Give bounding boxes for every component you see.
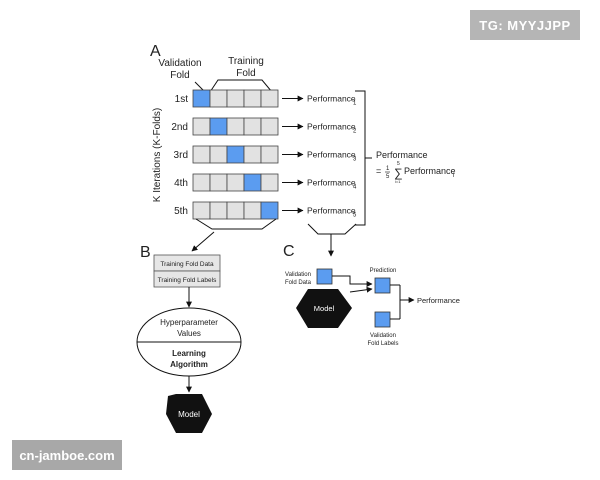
summary-frac-num: 1 xyxy=(386,166,390,172)
training-fold-cell xyxy=(243,145,262,164)
training-fold-cell xyxy=(192,173,211,192)
arrow-validation-data-to-prediction xyxy=(332,275,373,287)
validation-fold-labels-line2: Fold Labels xyxy=(367,341,398,347)
summary-term: Performance xyxy=(404,166,456,176)
model-c-hexagon xyxy=(296,289,352,328)
panel-a-label: A xyxy=(150,43,161,60)
training-fold-cell xyxy=(209,145,228,164)
training-fold-labels-box xyxy=(153,270,221,288)
arrow-model-to-prediction xyxy=(349,286,373,293)
performance5-bracket xyxy=(307,223,357,235)
hyperparameter-values-line1: Hyperparameter xyxy=(160,318,218,327)
model-c-text: Model xyxy=(314,304,335,313)
learning-algorithm-line2: Algorithm xyxy=(170,360,208,369)
prediction-label: Prediction xyxy=(370,268,397,274)
training-fold-labels-text: Training Fold Labels xyxy=(158,277,217,284)
summary-frac-den: 5 xyxy=(386,174,390,180)
validation-fold-label-line2: Fold xyxy=(170,70,189,81)
training-fold-cell xyxy=(226,173,245,192)
performance-right-bracket xyxy=(355,90,366,226)
iteration-performance-subscript: 3 xyxy=(353,157,357,163)
validation-fold-cell xyxy=(192,89,211,108)
k-iterations-axis-label: K Iterations (K-Folds) xyxy=(152,108,163,202)
training-fold-label-line1: Training xyxy=(228,56,264,67)
training-fold-bracket xyxy=(209,79,273,93)
training-fold-cell xyxy=(192,201,211,220)
training-fold-cell xyxy=(192,117,211,136)
summary-sum-top: 5 xyxy=(397,161,400,167)
model-b-hexagon xyxy=(166,394,212,433)
training-fold-cell xyxy=(260,173,279,192)
iteration-performance-subscript: 5 xyxy=(353,213,357,219)
training-fold-cell xyxy=(209,201,228,220)
summary-term-sub: i xyxy=(453,173,454,179)
training-fold-cell xyxy=(260,89,279,108)
training-fold-cell xyxy=(192,145,211,164)
row-bottom-bracket xyxy=(195,218,277,230)
panel-b-label: B xyxy=(140,244,151,261)
watermark-top: TG: MYYJJPP xyxy=(470,10,580,40)
summary-performance-title: Performance xyxy=(376,150,428,160)
iteration-performance: Performance xyxy=(307,122,356,132)
iteration-label: 5th xyxy=(174,206,188,217)
panel-c-label: C xyxy=(283,243,295,260)
training-fold-cell xyxy=(243,117,262,136)
iteration-performance-subscript: 4 xyxy=(353,185,357,191)
summary-equals: = xyxy=(376,166,381,176)
validation-fold-cell xyxy=(209,117,228,136)
summary-sigma-icon: ∑ xyxy=(394,166,403,180)
iteration-performance: Performance xyxy=(307,206,356,216)
iteration-performance-subscript: 2 xyxy=(353,129,357,135)
validation-fold-data-line2: Fold Data xyxy=(285,280,312,286)
training-fold-cell xyxy=(226,117,245,136)
model-b-text: Model xyxy=(178,410,200,419)
iteration-performance-subscript: 1 xyxy=(353,101,357,107)
iteration-label: 2nd xyxy=(171,122,188,133)
summary-sum-bottom: i=1 xyxy=(395,179,401,184)
validation-fold-cell xyxy=(226,145,245,164)
prediction-square xyxy=(374,277,391,294)
training-fold-data-text: Training Fold Data xyxy=(160,261,214,268)
iteration-label: 3rd xyxy=(174,150,188,161)
iteration-label: 1st xyxy=(175,94,189,105)
arrow-a-to-b xyxy=(191,231,215,252)
training-fold-cell xyxy=(260,145,279,164)
validation-fold-cell xyxy=(260,201,279,220)
validation-fold-data-line1: Validation xyxy=(285,272,311,278)
iteration-performance: Performance xyxy=(307,94,356,104)
validation-fold-data-square xyxy=(316,268,333,285)
iteration-performance: Performance xyxy=(307,178,356,188)
training-fold-cell xyxy=(243,201,262,220)
validation-fold-labels-square xyxy=(374,311,391,328)
training-fold-cell xyxy=(260,117,279,136)
training-fold-label-line2: Fold xyxy=(236,68,255,79)
training-fold-cell xyxy=(226,89,245,108)
training-fold-cell xyxy=(243,89,262,108)
iteration-performance: Performance xyxy=(307,150,356,160)
validation-fold-label-line1: Validation xyxy=(158,58,201,69)
training-fold-cell xyxy=(209,89,228,108)
validation-fold-labels-line1: Validation xyxy=(370,333,396,339)
hyperparameter-values-line2: Values xyxy=(177,329,201,338)
performance-c-label: Performance xyxy=(417,296,460,305)
watermark-bottom: cn-jamboe.com xyxy=(12,440,122,470)
training-fold-cell xyxy=(209,173,228,192)
iteration-label: 4th xyxy=(174,178,188,189)
validation-fold-cell xyxy=(243,173,262,192)
training-fold-cell xyxy=(226,201,245,220)
learning-algorithm-line1: Learning xyxy=(172,349,206,358)
